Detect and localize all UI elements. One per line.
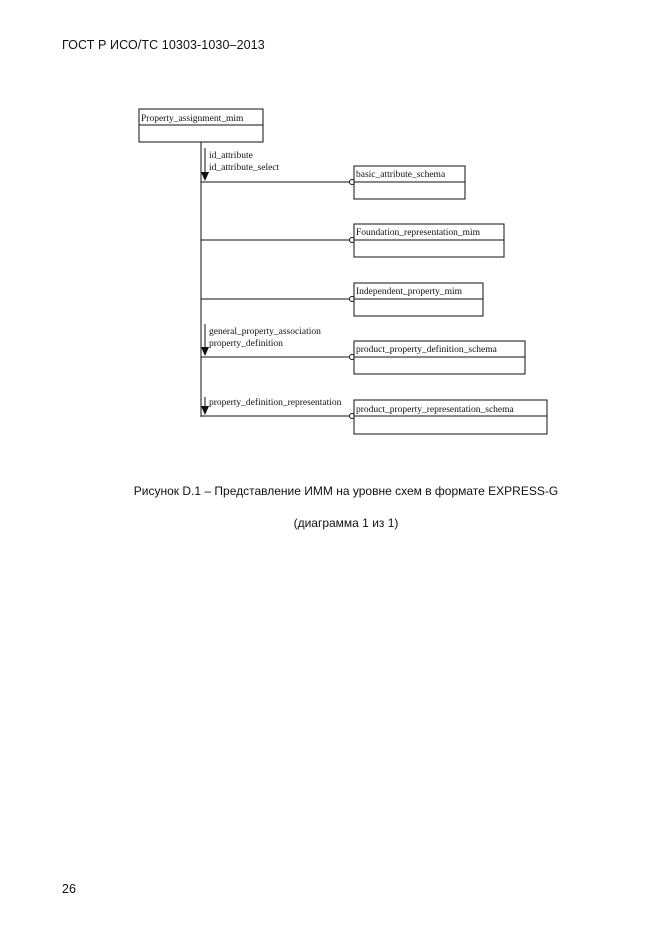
link-label: id_attribute — [209, 151, 253, 161]
root-schema-box: Property_assignment_mim — [138, 108, 264, 143]
page-number: 26 — [62, 882, 76, 896]
schema-link-4: general_property_association property_de… — [201, 324, 526, 375]
arrow-head — [201, 347, 209, 356]
document-header: ГОСТ Р ИСО/ТС 10303-1030–2013 — [62, 38, 265, 52]
schema-link-3: Independent_property_mim — [201, 282, 484, 317]
link-label: general_property_association — [209, 327, 321, 337]
link-label: property_definition_representation — [209, 397, 342, 408]
link-label: property_definition — [209, 338, 283, 349]
root-schema-label: Property_assignment_mim — [141, 114, 244, 124]
target-schema-label: product_property_definition_schema — [356, 344, 498, 355]
schema-link-1: id_attribute id_attribute_select basic_a… — [201, 148, 466, 200]
arrow-head — [201, 406, 209, 415]
target-schema-label: basic_attribute_schema — [356, 170, 446, 180]
arrow-head — [201, 172, 209, 181]
schema-link-2: Foundation_representation_mim — [201, 223, 505, 258]
schema-link-5: property_definition_representation produ… — [201, 397, 548, 435]
target-schema-label: product_property_representation_schema — [356, 405, 515, 415]
target-schema-label: Independent_property_mim — [356, 287, 463, 297]
target-schema-label: Foundation_representation_mim — [356, 228, 481, 238]
figure-caption: Рисунок D.1 – Представление ИММ на уровн… — [133, 484, 559, 498]
link-label: id_attribute_select — [209, 163, 280, 173]
figure-subcaption: (диаграмма 1 из 1) — [293, 516, 399, 530]
